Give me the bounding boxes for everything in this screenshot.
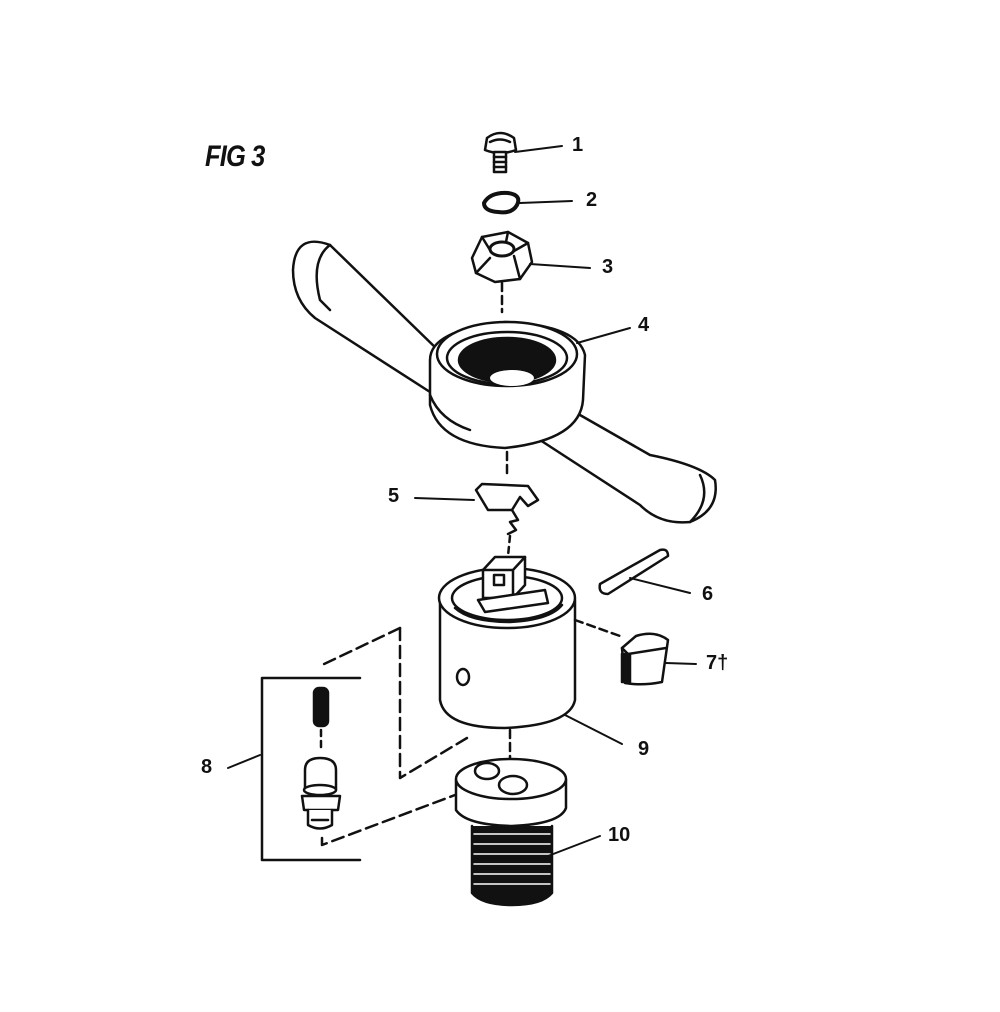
part-7-cam — [620, 632, 670, 686]
part-10-seat — [454, 757, 568, 907]
part-6-pin — [598, 548, 670, 596]
part-8-kit — [260, 626, 474, 862]
callout-7: 7† — [706, 652, 729, 674]
part-9-cartridge — [437, 555, 622, 762]
part-3-nut — [470, 230, 534, 314]
part-5-clip — [474, 482, 540, 558]
part-1-screw — [483, 131, 518, 174]
callout-6: 6 — [702, 583, 714, 605]
callout-8: 8 — [201, 756, 213, 778]
callout-1: 1 — [572, 134, 584, 156]
callout-10: 10 — [608, 824, 631, 846]
callout-2: 2 — [586, 189, 598, 211]
part-4-handle — [291, 240, 717, 524]
callout-3: 3 — [602, 256, 614, 278]
leader-lines — [227, 145, 697, 857]
part-2-washer — [482, 190, 521, 215]
callout-9: 9 — [638, 738, 650, 760]
figure-title: FIG 3 — [205, 140, 265, 173]
callout-4: 4 — [638, 314, 650, 336]
callout-5: 5 — [388, 485, 400, 507]
